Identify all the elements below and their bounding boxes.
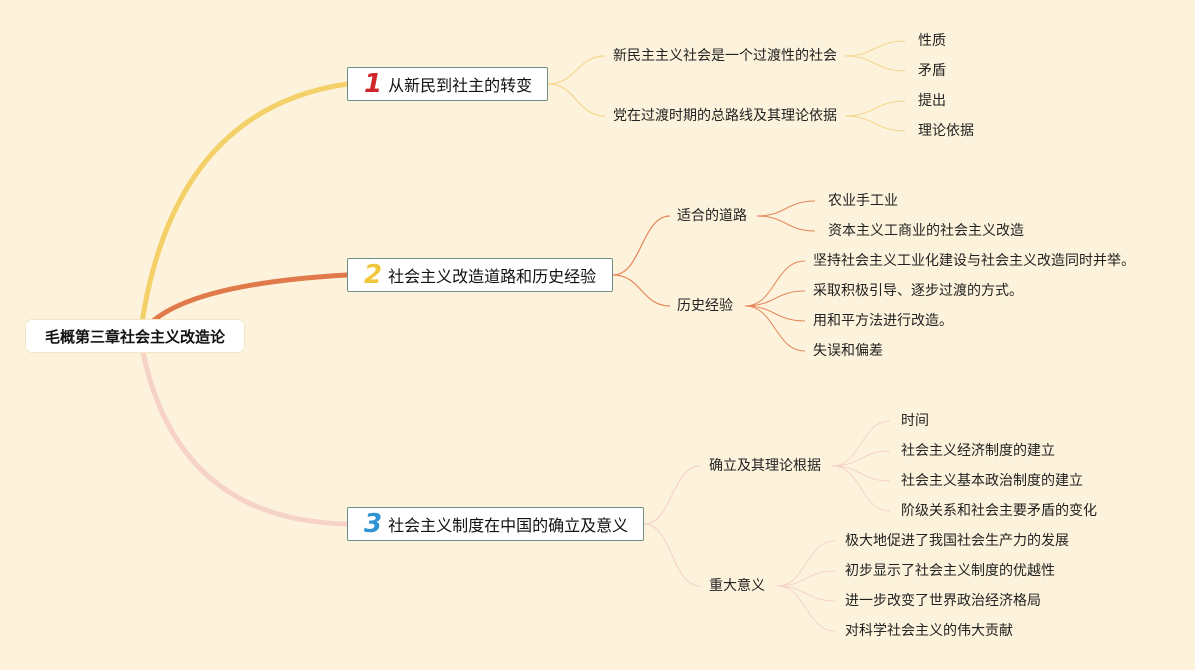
link-3-1-3	[831, 465, 891, 482]
subtopic-1-2[interactable]: 党在过渡时期的总路线及其理论依据	[613, 108, 837, 124]
subtopic-3-2[interactable]: 重大意义	[709, 578, 765, 594]
leaf-2-1-2[interactable]: 资本主义工商业的社会主义改造	[828, 223, 1024, 239]
subtopic-2-1[interactable]: 适合的道路	[677, 208, 747, 224]
leaf-2-2-3[interactable]: 用和平方法进行改造。	[813, 313, 953, 329]
leaf-3-1-4[interactable]: 阶级关系和社会主要矛盾的变化	[901, 503, 1097, 519]
leaf-3-2-1[interactable]: 极大地促进了我国社会生产力的发展	[845, 533, 1069, 549]
root-topic[interactable]: 毛概第三章社会主义改造论	[26, 320, 244, 352]
leaf-2-1-1[interactable]: 农业手工业	[828, 193, 898, 209]
leaf-3-1-2[interactable]: 社会主义经济制度的建立	[901, 443, 1055, 459]
main-topic-1-label: 从新民到社主的转变	[388, 76, 533, 95]
subtopic-2-2[interactable]: 历史经验	[677, 298, 733, 314]
link-3-2-1	[776, 540, 836, 587]
number-3-icon: 3	[364, 509, 383, 539]
leaf-3-2-3[interactable]: 进一步改变了世界政治经济格局	[845, 593, 1041, 609]
link-3-1-4	[831, 465, 891, 512]
link-3-2-4	[776, 585, 836, 632]
link-1-1-2	[844, 55, 906, 72]
root-link-1	[137, 81, 350, 339]
leaf-3-1-1[interactable]: 时间	[901, 413, 929, 429]
link-2-1	[612, 215, 671, 276]
link-3-1	[643, 465, 701, 525]
leaf-2-2-2[interactable]: 采取积极引导、逐步过渡的方式。	[813, 283, 1023, 299]
link-2-2-2	[744, 290, 806, 307]
leaf-1-1-2[interactable]: 矛盾	[918, 63, 946, 79]
link-1-2-1	[844, 100, 906, 117]
leaf-1-1-1[interactable]: 性质	[918, 33, 946, 49]
link-2-2-4	[744, 305, 806, 352]
link-1-2	[547, 83, 606, 117]
link-3-1-1	[831, 420, 891, 467]
leaf-1-2-2[interactable]: 理论依据	[918, 123, 974, 139]
leaf-3-2-2[interactable]: 初步显示了社会主义制度的优越性	[845, 563, 1055, 579]
link-2-1-1	[756, 200, 816, 217]
main-topic-1[interactable]: 1 从新民到社主的转变	[347, 67, 548, 101]
main-topic-3[interactable]: 3 社会主义制度在中国的确立及意义	[347, 507, 644, 541]
link-3-1-2	[831, 450, 891, 467]
link-1-2-2	[844, 115, 906, 132]
main-topic-3-label: 社会主义制度在中国的确立及意义	[388, 516, 629, 535]
link-2-2	[612, 274, 671, 307]
link-2-2-3	[744, 305, 806, 322]
number-2-icon: 2	[364, 260, 383, 290]
link-2-2-1	[744, 260, 806, 307]
link-3-2	[643, 523, 701, 587]
leaf-3-1-3[interactable]: 社会主义基本政治制度的建立	[901, 473, 1083, 489]
link-3-2-3	[776, 585, 836, 602]
link-2-1-2	[756, 215, 816, 232]
main-topic-2-label: 社会主义改造道路和历史经验	[388, 267, 597, 286]
leaf-2-2-1[interactable]: 坚持社会主义工业化建设与社会主义改造同时并举。	[813, 253, 1135, 269]
subtopic-3-1[interactable]: 确立及其理论根据	[709, 458, 821, 474]
number-1-icon: 1	[364, 69, 383, 99]
link-1-1	[547, 55, 606, 85]
root-topic-label: 毛概第三章社会主义改造论	[44, 327, 225, 346]
link-1-1-1	[844, 40, 906, 57]
root-link-3	[137, 333, 350, 527]
leaf-3-2-4[interactable]: 对科学社会主义的伟大贡献	[845, 623, 1013, 639]
leaf-2-2-4[interactable]: 失误和偏差	[813, 343, 883, 359]
subtopic-1-1[interactable]: 新民主主义社会是一个过渡性的社会	[613, 48, 837, 64]
main-topic-2[interactable]: 2 社会主义改造道路和历史经验	[347, 258, 613, 292]
link-3-2-2	[776, 570, 836, 587]
leaf-1-2-1[interactable]: 提出	[918, 93, 946, 109]
